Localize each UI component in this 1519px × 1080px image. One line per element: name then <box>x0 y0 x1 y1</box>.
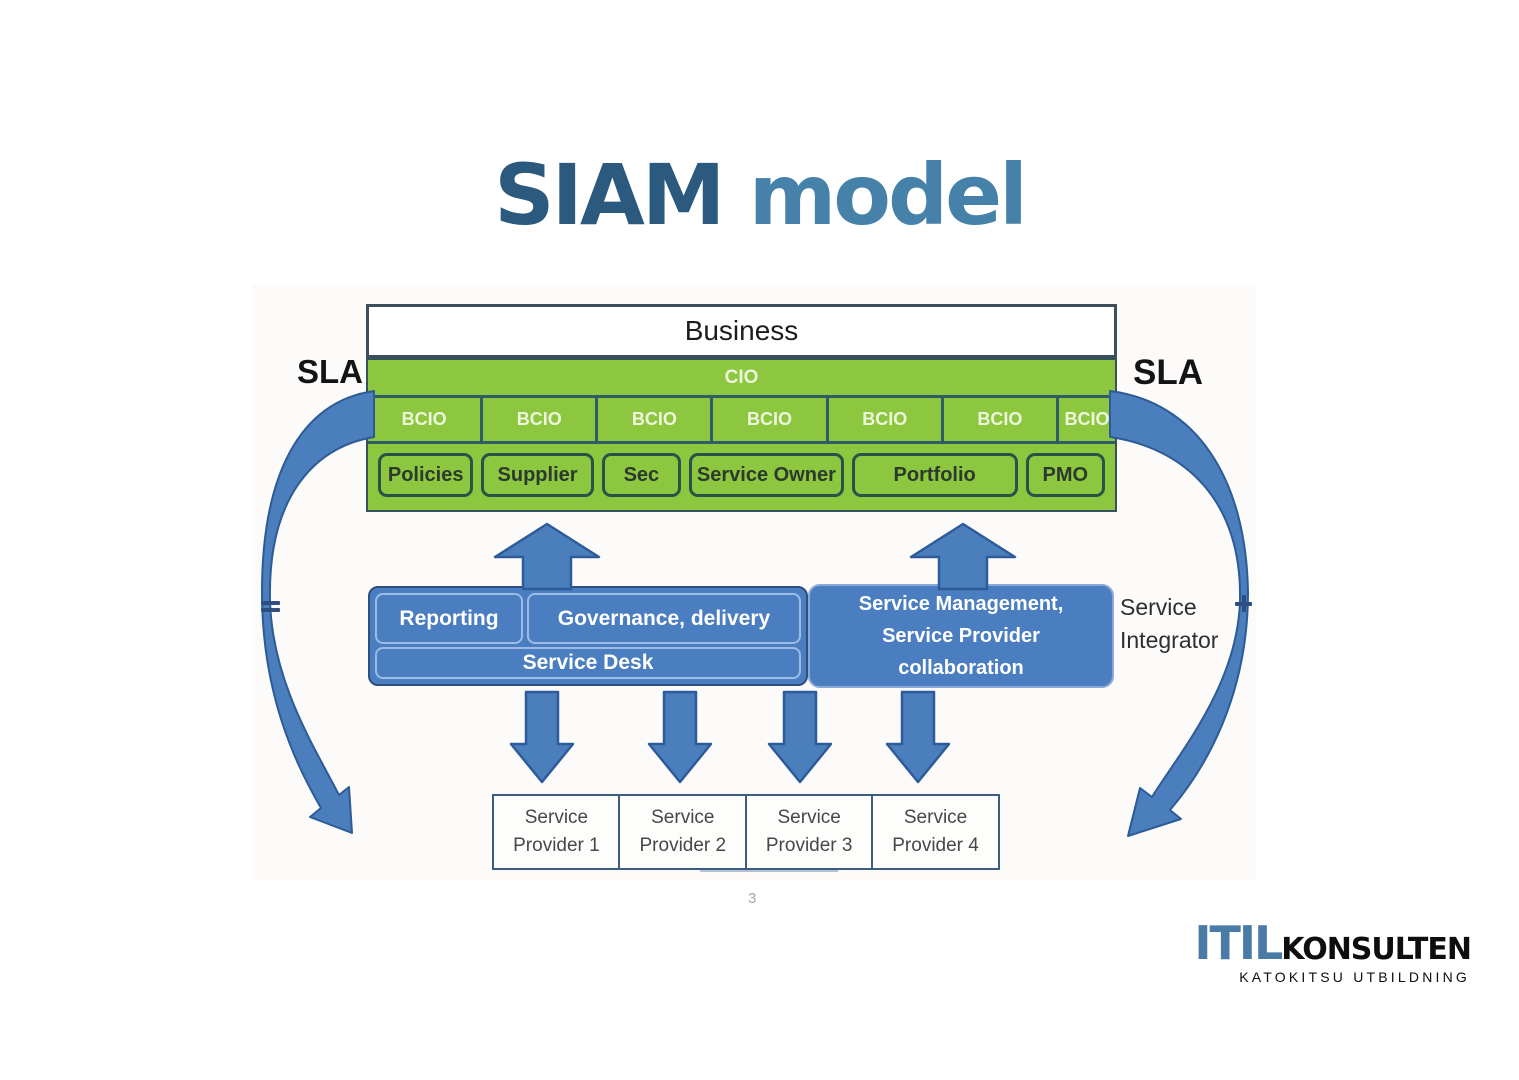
logo-tagline: KATOKITSU UTBILDNING <box>1239 969 1470 985</box>
service-management-box: Service Management, Service Provider col… <box>808 584 1114 688</box>
cio-bar: CIO <box>368 360 1115 398</box>
logo-konsulten-text: KONSULTEN <box>1281 932 1472 967</box>
service-integrator-group: Reporting Governance, delivery Service D… <box>368 586 808 686</box>
retained-organization-block: CIO BCIO BCIO BCIO BCIO BCIO BCIO BCIO P… <box>366 358 1117 512</box>
function-box-policies: Policies <box>378 453 474 497</box>
bcio-cell: BCIO <box>368 398 481 441</box>
bcio-cell: BCIO <box>483 398 596 441</box>
sla-label-left: SLA <box>297 353 363 390</box>
scan-edge-artifact <box>700 870 838 872</box>
service-integrator-label: Service Integrator <box>1120 594 1219 654</box>
service-management-line: Service Management, <box>858 593 1064 615</box>
function-row: Policies Supplier Sec Service Owner Port… <box>368 444 1115 510</box>
function-box-supplier: Supplier <box>481 453 594 497</box>
bcio-cell: BCIO <box>713 398 826 441</box>
function-box-sec: Sec <box>601 453 682 497</box>
reporting-box: Reporting <box>375 593 523 644</box>
service-management-line: Service Provider <box>882 625 1040 647</box>
title-word-siam: SIAM <box>494 146 725 244</box>
service-management-line: collaboration <box>898 657 1024 679</box>
bcio-row: BCIO BCIO BCIO BCIO BCIO BCIO BCIO <box>368 398 1116 444</box>
page-number: 3 <box>748 890 757 907</box>
business-box: Business <box>366 304 1117 358</box>
sla-label-right: SLA <box>1133 353 1203 392</box>
bcio-cell: BCIO <box>943 398 1056 441</box>
function-box-portfolio: Portfolio <box>851 453 1018 497</box>
service-provider-4-box: Service Provider 4 <box>871 794 1000 870</box>
page-title: SIAM model <box>0 146 1519 244</box>
service-provider-3-box: Service Provider 3 <box>744 794 874 870</box>
service-providers-row: Service Provider 1 Service Provider 2 Se… <box>492 794 1000 870</box>
bcio-cell: BCIO <box>1058 398 1116 441</box>
logo-itil-text: ITIL <box>1194 916 1283 970</box>
bcio-cell: BCIO <box>598 398 711 441</box>
title-word-model: model <box>722 146 1028 244</box>
function-box-service-owner: Service Owner <box>689 453 844 497</box>
service-desk-box: Service Desk <box>375 647 801 679</box>
function-box-pmo: PMO <box>1025 453 1105 497</box>
service-provider-1-box: Service Provider 1 <box>492 794 621 870</box>
bcio-cell: BCIO <box>828 398 941 441</box>
service-provider-2-box: Service Provider 2 <box>618 794 748 870</box>
governance-delivery-box: Governance, delivery <box>527 593 801 644</box>
